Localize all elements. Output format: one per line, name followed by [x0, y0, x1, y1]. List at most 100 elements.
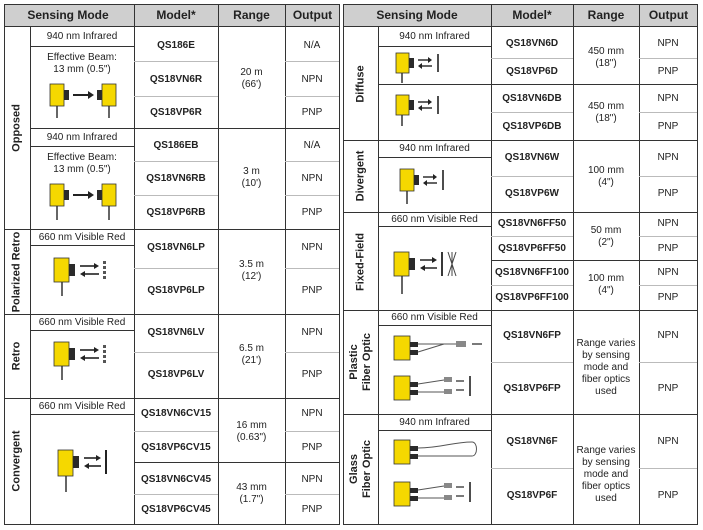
grid-line — [491, 176, 573, 177]
output-type: PNP — [657, 188, 679, 199]
right-header-sensing-mode: Sensing Mode — [376, 8, 458, 22]
grid-line — [343, 140, 698, 141]
mode-label-diffuse: Diffuse — [354, 65, 367, 103]
grid-line — [134, 462, 340, 463]
output-type: PNP — [657, 383, 679, 394]
grid-line — [134, 195, 218, 196]
model-number: QS18VN6DB — [502, 93, 562, 104]
wavelength-label: 940 nm Infrared — [399, 143, 470, 154]
mode-label-fixed-field: Fixed-Field — [354, 232, 367, 292]
grid-line — [339, 4, 340, 525]
range-value: 100 mm — [587, 273, 625, 284]
model-number: QS18VN6W — [504, 152, 560, 163]
range-value-imperial: (21') — [241, 355, 262, 366]
wavelength-label: 940 nm Infrared — [399, 417, 470, 428]
range-value-imperial: (18") — [595, 113, 617, 124]
effective-beam-label: Effective Beam: — [47, 152, 117, 163]
model-number: QS18VP6W — [505, 188, 559, 199]
grid-line — [697, 4, 698, 525]
range-note: Range varies by sensing mode and fiber o… — [576, 445, 636, 504]
range-value-imperial: (10') — [241, 178, 262, 189]
wavelength-label: 940 nm Infrared — [46, 132, 118, 143]
range-value: 3 m — [243, 166, 260, 177]
grid-line — [491, 4, 492, 525]
grid-line — [378, 157, 491, 158]
grid-line — [573, 4, 574, 525]
grid-line — [491, 58, 573, 59]
grid-line — [285, 4, 286, 525]
left-header-range: Range — [233, 8, 270, 22]
grid-line — [343, 4, 698, 5]
grid-line — [218, 4, 219, 525]
grid-line — [30, 128, 340, 129]
effective-beam-label: Effective Beam: — [47, 52, 117, 63]
effective-beam-value: 13 mm (0.5") — [53, 164, 111, 175]
model-number: QS18VP6LP — [147, 285, 205, 296]
model-number: QS18VP6LV — [147, 369, 205, 380]
range-value-imperial: (18") — [595, 58, 617, 69]
output-type: NPN — [301, 408, 323, 419]
grid-line — [343, 414, 698, 415]
range-value-imperial: (0.63") — [236, 432, 267, 443]
output-type: PNP — [657, 292, 679, 303]
model-number: QS18VN6LP — [147, 242, 205, 253]
grid-line — [491, 112, 573, 113]
wavelength-label: 940 nm Infrared — [399, 31, 470, 42]
grid-line — [343, 524, 698, 525]
fiber-optic-sensor-icon — [393, 375, 471, 401]
range-value-imperial: (4") — [598, 285, 614, 296]
mode-label-polarized-retro: Polarized Retro — [10, 231, 23, 313]
output-type: PNP — [301, 207, 323, 218]
output-type: NPN — [301, 327, 323, 338]
grid-line — [343, 4, 344, 525]
range-value: 16 mm — [236, 420, 267, 431]
output-type: NPN — [657, 267, 679, 278]
grid-line — [639, 362, 697, 363]
mode-label-line: Fiber Optic — [361, 439, 373, 499]
range-note: Range varies by sensing mode and fiber o… — [576, 338, 636, 397]
mode-label-divergent: Divergent — [354, 150, 367, 202]
right-header-output: Output — [648, 8, 689, 22]
model-number: QS18VP6RB — [146, 207, 206, 218]
mode-label-opposed: Opposed — [10, 104, 23, 152]
mode-label-plastic-fiber-optic: Plastic Fiber Optic — [348, 333, 374, 391]
output-type: NPN — [657, 152, 679, 163]
output-type: NPN — [301, 242, 323, 253]
mode-label-line: Glass — [348, 454, 360, 484]
model-number: QS186EB — [153, 140, 199, 151]
left-header-output: Output — [292, 8, 333, 22]
model-number: QS18VN6F — [506, 436, 558, 447]
range-value: 450 mm — [587, 101, 625, 112]
output-type: PNP — [657, 66, 679, 77]
divergent-sensor-icon — [399, 168, 444, 204]
grid-line — [30, 330, 134, 331]
range-value: 6.5 m — [238, 343, 264, 354]
grid-line — [491, 260, 698, 261]
grid-line — [30, 245, 134, 246]
diffuse-sensor-icon — [395, 94, 439, 126]
grid-line — [4, 4, 5, 525]
grid-line — [343, 310, 698, 311]
convergent-sensor-icon — [57, 449, 107, 492]
model-number: QS18VP6D — [506, 66, 558, 77]
range-value: 100 mm — [587, 165, 625, 176]
output-type: PNP — [301, 369, 323, 380]
range-value-imperial: (1.7") — [239, 494, 264, 505]
model-number: QS18VP6CV15 — [141, 442, 211, 453]
grid-line — [285, 61, 339, 62]
output-type: N/A — [303, 40, 321, 51]
model-number: QS18VP6CV45 — [141, 504, 211, 515]
grid-line — [285, 494, 339, 495]
mode-label-convergent: Convergent — [10, 430, 23, 492]
model-number: QS18VN6RB — [146, 173, 206, 184]
output-type: PNP — [301, 285, 323, 296]
grid-line — [134, 352, 218, 353]
output-type: PNP — [657, 490, 679, 501]
model-number: QS18VN6FF50 — [497, 218, 567, 229]
grid-line — [491, 84, 698, 85]
grid-line — [134, 61, 218, 62]
grid-line — [30, 146, 134, 147]
grid-line — [639, 58, 697, 59]
grid-line — [378, 46, 491, 47]
fiber-optic-sensor-icon — [393, 481, 471, 507]
